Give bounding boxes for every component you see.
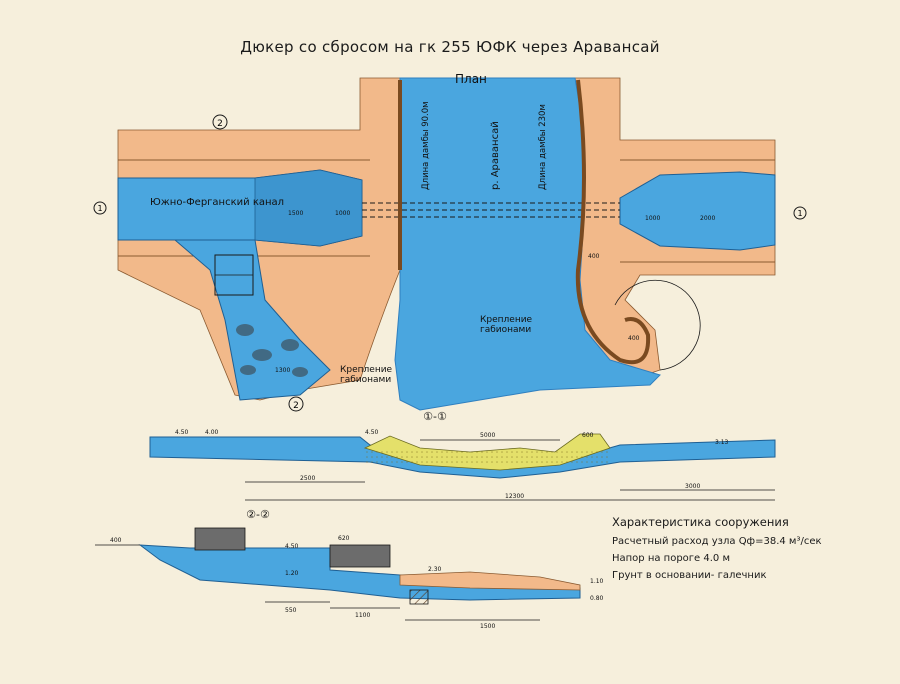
drawing-title: Дюкер со сбросом на гк 255 ЮФК через Ара… — [240, 38, 660, 56]
svg-text:0.80: 0.80 — [590, 595, 604, 602]
plan-dimensions: 1500 1000 1000 2000 400 400 1300 — [275, 210, 715, 374]
plan-label: План — [455, 72, 487, 86]
characteristics-line-soil: Грунт в основании- галечник — [612, 570, 767, 581]
svg-text:1500: 1500 — [288, 210, 303, 217]
svg-text:1000: 1000 — [335, 210, 350, 217]
section-1-1-label: ①-① — [423, 410, 447, 423]
section-2-2-dimensions: 400 4.50 620 1.20 2.30 1.10 550 1100 150… — [110, 535, 604, 630]
svg-text:1500: 1500 — [480, 623, 495, 630]
svg-text:1: 1 — [97, 204, 102, 213]
svg-text:2000: 2000 — [700, 215, 715, 222]
section-marker-2-top: 2 — [212, 114, 228, 130]
svg-text:400: 400 — [588, 253, 600, 260]
svg-text:1300: 1300 — [275, 367, 290, 374]
svg-text:4.00: 4.00 — [205, 429, 219, 436]
svg-text:1.10: 1.10 — [590, 578, 604, 585]
characteristics-line-head: Напор на пороге 4.0 м — [612, 553, 731, 564]
svg-text:2: 2 — [217, 119, 223, 129]
section-1-1: ①-① 4.50 4.00 4.50 5000 600 3.13 2500 12… — [149, 410, 776, 501]
svg-text:1100: 1100 — [355, 612, 370, 619]
svg-text:12300: 12300 — [505, 493, 524, 500]
canal-label: Южно-Ферганский канал — [150, 197, 284, 208]
svg-text:2.30: 2.30 — [428, 566, 442, 573]
section-marker-1-right: 1 — [793, 206, 807, 220]
plan-view: 1 1 2 2 Южно-Ферганский канал р. Араванс… — [93, 77, 807, 412]
characteristics-heading: Характеристика сооружения — [612, 515, 789, 529]
svg-text:3000: 3000 — [685, 483, 700, 490]
svg-text:3.13: 3.13 — [715, 439, 729, 446]
river-label: р. Аравансай — [490, 121, 501, 190]
right-canal-water — [619, 171, 776, 251]
section-marker-2-bottom: 2 — [288, 396, 304, 412]
svg-text:600: 600 — [582, 432, 594, 439]
siphon-pipes — [362, 202, 620, 218]
svg-text:5000: 5000 — [480, 432, 495, 439]
svg-text:1.20: 1.20 — [285, 570, 299, 577]
section-1-1-dimensions: 4.50 4.00 4.50 5000 600 3.13 2500 12300 … — [175, 429, 729, 500]
dam-left-label: Длина дамбы 90.0м — [421, 101, 431, 190]
characteristics-line-flow: Расчетный расход узла Qф=38.4 м³/сек — [612, 536, 822, 547]
dam-right-label: Длина дамбы 230м — [538, 104, 548, 190]
svg-text:620: 620 — [338, 535, 350, 542]
section-2-2-bank — [399, 571, 581, 591]
svg-text:550: 550 — [285, 607, 297, 614]
svg-text:1: 1 — [797, 209, 802, 218]
section-2-2: ②-② 400 4.50 620 1.20 2.30 1.10 550 1100… — [95, 508, 604, 630]
svg-text:400: 400 — [628, 335, 640, 342]
svg-text:400: 400 — [110, 537, 122, 544]
svg-text:1000: 1000 — [645, 215, 660, 222]
svg-text:4.50: 4.50 — [285, 543, 299, 550]
section-marker-1-left: 1 — [93, 201, 107, 215]
svg-text:4.50: 4.50 — [175, 429, 189, 436]
svg-text:2: 2 — [293, 401, 299, 411]
section-2-2-label: ②-② — [246, 508, 270, 521]
characteristics-panel: Характеристика сооружения Расчетный расх… — [612, 515, 882, 587]
svg-text:2500: 2500 — [300, 475, 315, 482]
svg-text:4.50: 4.50 — [365, 429, 379, 436]
